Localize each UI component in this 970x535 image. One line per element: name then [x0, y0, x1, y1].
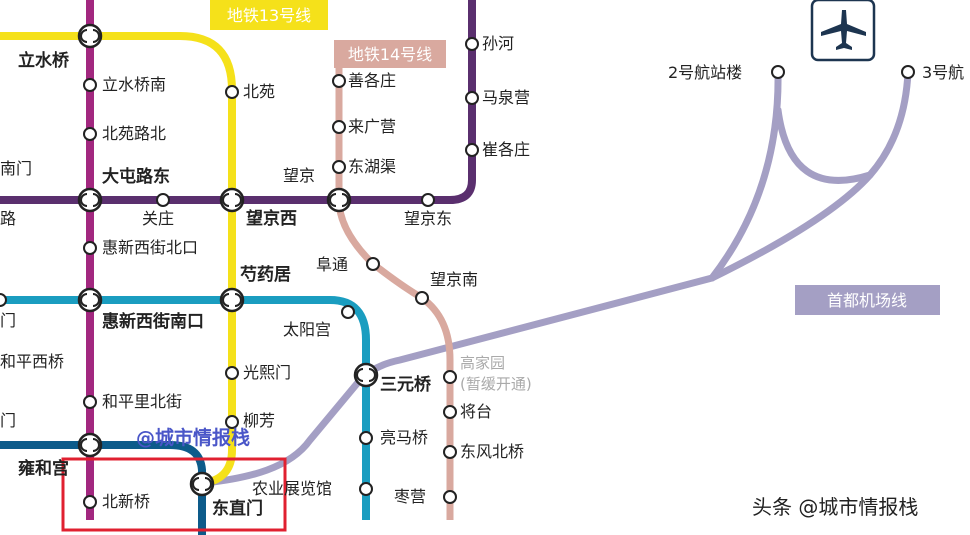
badge-line14: 地铁14号线	[334, 40, 446, 68]
station-maquanying[interactable]	[465, 91, 479, 105]
transfer-icon[interactable]	[353, 362, 379, 388]
station-zaoying[interactable]	[443, 490, 457, 504]
label-sunhe: 孙河	[482, 34, 514, 53]
station-guanzhuang[interactable]	[156, 193, 170, 207]
line-12	[0, 296, 370, 520]
label-lishuiqiaonan: 立水桥南	[102, 75, 166, 94]
label-terminal3: 3号航	[922, 63, 964, 82]
label-jiangtai: 将台	[460, 402, 492, 421]
label-dongzhimen: 东直门	[212, 498, 263, 519]
station-wangjingdong[interactable]	[421, 193, 435, 207]
transfer-icon[interactable]	[326, 187, 352, 213]
label-futong: 阜通	[316, 255, 348, 274]
transfer-icon[interactable]	[77, 187, 103, 213]
label-cuigezhuang: 崔各庄	[482, 140, 530, 159]
credit-text: 头条 @城市情报栈	[752, 495, 918, 519]
station-cuigezhuang[interactable]	[465, 143, 479, 157]
line-14	[335, 62, 454, 520]
label-beixinqiao: 北新桥	[102, 492, 150, 511]
badge-line13: 地铁13号线	[210, 0, 328, 30]
label-gaojiayuan: 高家园	[460, 354, 505, 372]
label-beiyuan: 北苑	[243, 82, 275, 101]
watermark: @城市情报栈	[136, 426, 250, 449]
station-terminal3[interactable]	[901, 65, 915, 79]
label-hepinglibeijie: 和平里北街	[102, 392, 182, 411]
label-yonghegong: 雍和宫	[18, 458, 69, 479]
station-liufang[interactable]	[225, 415, 239, 429]
transfer-icon[interactable]	[77, 23, 103, 49]
label-shangezhuang: 善各庄	[348, 71, 396, 90]
station-dongfengbeiqiao[interactable]	[443, 445, 457, 459]
label-lishuiqiao: 立水桥	[18, 50, 70, 71]
label-liangmaqiao: 亮马桥	[380, 428, 428, 447]
transfer-icon[interactable]	[189, 471, 215, 497]
label-men-left1: 门	[0, 311, 16, 330]
label-huixinxijienankou: 惠新西街南口	[102, 311, 204, 332]
station-donghuqu[interactable]	[332, 160, 346, 174]
label-guanzhuang: 关庄	[142, 209, 174, 228]
label-guangximen: 光熙门	[243, 363, 291, 382]
label-wangjing: 望京	[283, 166, 315, 185]
line-2	[0, 441, 206, 535]
label-taiyanggong: 太阳宫	[283, 320, 331, 339]
label-wangjingnan: 望京南	[430, 270, 478, 289]
station-left-line12[interactable]	[0, 293, 7, 307]
station-hepinglibeijie[interactable]	[83, 395, 97, 409]
label-nanmen-left: 南门	[0, 159, 32, 178]
label-wangjingxi: 望京西	[246, 208, 297, 229]
transfer-icon[interactable]	[219, 187, 245, 213]
label-beiyuanlubei: 北苑路北	[102, 124, 166, 143]
transfer-icon[interactable]	[77, 287, 103, 313]
station-wangjingnan[interactable]	[415, 291, 429, 305]
label-zaoying: 枣营	[394, 487, 426, 506]
station-beiyuan[interactable]	[225, 85, 239, 99]
station-guangximen[interactable]	[225, 366, 239, 380]
label-nongyezhanlanguan: 农业展览馆	[252, 479, 332, 498]
line-10	[0, 0, 476, 204]
airport-line	[201, 68, 912, 487]
transfer-stations	[77, 23, 379, 497]
station-beixinqiao[interactable]	[83, 495, 97, 509]
highlight-box	[61, 457, 287, 532]
label-men-left2: 门	[0, 411, 16, 430]
label-liufang: 柳芳	[243, 411, 275, 430]
stations	[0, 37, 915, 509]
label-maquanying: 马泉营	[482, 88, 530, 107]
station-nongyezhanlanguan[interactable]	[359, 482, 373, 496]
label-sanyuanqiao: 三元桥	[380, 375, 432, 395]
label-hepingxiqiao-left: 和平西桥	[0, 352, 64, 371]
label-terminal2: 2号航站楼	[668, 63, 742, 82]
label-datunludong: 大屯路东	[102, 166, 170, 187]
label-huixinxijiebeikou: 惠新西街北口	[102, 238, 198, 257]
station-beiyuanlubei[interactable]	[83, 127, 97, 141]
badge-airport-line: 首都机场线	[795, 285, 940, 315]
svg-text:地铁14号线: 地铁14号线	[348, 45, 432, 64]
station-taiyanggong[interactable]	[341, 305, 355, 319]
label-lu-left: 路	[0, 209, 16, 228]
svg-text:地铁13号线: 地铁13号线	[227, 6, 311, 25]
line-13	[0, 32, 236, 487]
station-sunhe[interactable]	[465, 37, 479, 51]
station-terminal2[interactable]	[771, 65, 785, 79]
station-lishuiqiaonan[interactable]	[83, 78, 97, 92]
station-huixinxijiebeikou[interactable]	[83, 241, 97, 255]
label-gaojiayuan-note: (暂缓开通)	[460, 375, 532, 393]
station-futong[interactable]	[366, 257, 380, 271]
transfer-icon[interactable]	[219, 287, 245, 313]
station-laiguangying[interactable]	[332, 120, 346, 134]
transfer-icon[interactable]	[77, 432, 103, 458]
station-liangmaqiao[interactable]	[359, 431, 373, 445]
station-gaojiayuan[interactable]	[443, 370, 457, 384]
airplane-icon	[810, 0, 876, 62]
station-shangezhuang[interactable]	[332, 74, 346, 88]
label-donghuqu: 东湖渠	[348, 157, 396, 176]
station-jiangtai[interactable]	[443, 405, 457, 419]
label-dongfengbeiqiao: 东风北桥	[460, 442, 524, 461]
label-shaoyaoju: 芍药居	[240, 264, 291, 285]
station-labels: 立水桥 立水桥南 北苑路北 大屯路东 关庄 惠新西街北口 惠新西街南口 和平里北…	[0, 34, 964, 519]
label-laiguangying: 来广营	[348, 117, 396, 136]
label-wangjingdong: 望京东	[404, 209, 452, 228]
svg-text:首都机场线: 首都机场线	[827, 291, 907, 310]
